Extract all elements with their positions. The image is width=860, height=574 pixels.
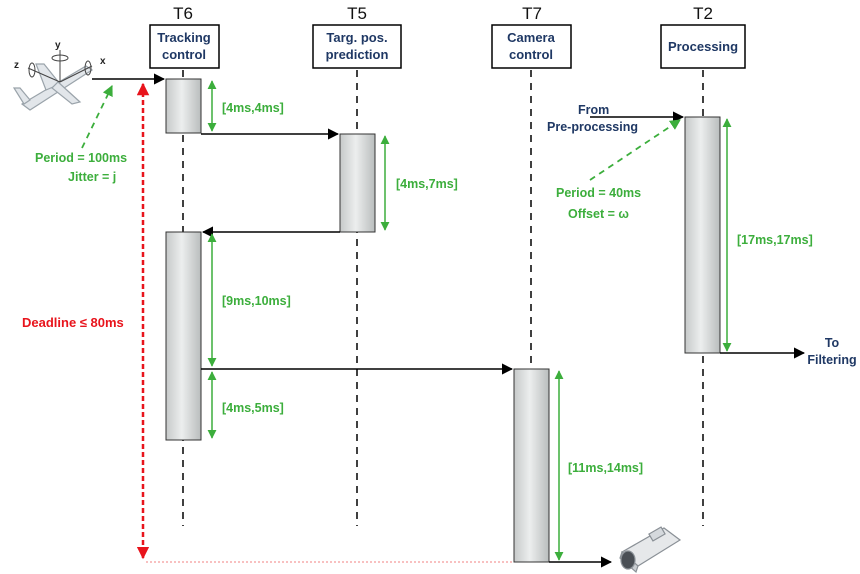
axis-label-x: x <box>100 56 106 67</box>
aircraft-period: Period = 100ms <box>35 151 127 165</box>
activation-bar-t5 <box>339 133 376 233</box>
filtering-name: Filtering <box>807 353 856 367</box>
message-arrows <box>92 73 806 568</box>
interval-label-t5: [4ms,7ms] <box>396 177 458 191</box>
activation-bar-t7 <box>513 368 550 563</box>
task-header-t5: T5 Targ. pos. prediction <box>312 4 402 69</box>
task-header-t6: T6 Tracking control <box>149 4 220 69</box>
camera-icon <box>619 526 682 574</box>
rotation-icon <box>51 54 69 62</box>
rotation-icon <box>28 62 36 78</box>
task-id: T5 <box>347 4 367 23</box>
camera-handle <box>648 526 666 542</box>
preprocessing-period: Period = 40ms <box>556 186 641 200</box>
filtering-to: To <box>825 336 840 350</box>
task-header-t2: T2 Processing <box>660 4 746 69</box>
task-label-line1: Processing <box>668 39 738 54</box>
task-label-line2: prediction <box>326 47 389 62</box>
task-box <box>491 24 572 69</box>
task-label-line1: Tracking <box>157 30 211 45</box>
task-label-line2: control <box>509 47 553 62</box>
task-header-t7: T7 Camera control <box>491 4 572 69</box>
activation-bars <box>165 78 721 563</box>
task-box <box>660 24 746 69</box>
preprocessing-name: Pre-processing <box>547 120 638 134</box>
interval-arrows <box>207 80 732 561</box>
task-id: T6 <box>173 4 193 23</box>
interval-label-t7: [11ms,14ms] <box>568 461 643 475</box>
aircraft-tail <box>12 87 31 105</box>
activation-bar-t6-2 <box>165 231 202 441</box>
period-pointer <box>81 85 113 149</box>
interval-label-t6-3: [4ms,5ms] <box>222 401 284 415</box>
task-box <box>312 24 402 69</box>
aircraft-jitter: Jitter = j <box>68 170 116 184</box>
deadline-label: Deadline ≤ 80ms <box>22 315 124 330</box>
interval-label-t6-2: [9ms,10ms] <box>222 294 291 308</box>
task-id: T7 <box>522 4 542 23</box>
task-id: T2 <box>693 4 713 23</box>
rotation-icon <box>84 60 92 76</box>
aircraft-icon: z y x <box>12 40 106 111</box>
camera-lens <box>620 550 636 570</box>
axis-z <box>27 67 61 83</box>
interval-label-t6-1: [4ms,4ms] <box>222 101 284 115</box>
aircraft-wing <box>51 81 82 105</box>
preprocessing-from: From <box>578 103 609 117</box>
activation-bar-t6-1 <box>165 78 202 134</box>
task-label-line2: control <box>162 47 206 62</box>
task-label-line1: Camera <box>507 30 555 45</box>
preprocessing-offset: Offset = ω <box>568 207 629 221</box>
axis-label-y: y <box>55 40 61 51</box>
axis-x <box>59 65 93 83</box>
interval-label-t2: [17ms,17ms] <box>737 233 813 247</box>
axis-label-z: z <box>14 60 19 71</box>
activation-bar-t2 <box>684 116 721 354</box>
period-pointer <box>589 119 681 181</box>
task-label-line1: Targ. pos. <box>326 30 387 45</box>
task-box <box>149 24 220 69</box>
